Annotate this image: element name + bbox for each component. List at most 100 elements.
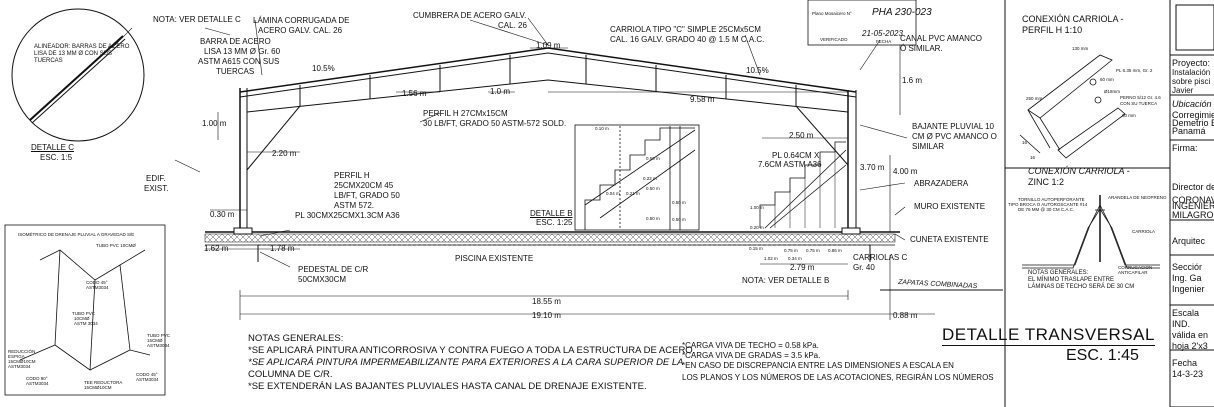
detalle-c-scale: ESC. 1:5 — [40, 153, 73, 162]
slope-right: 10.5% — [746, 66, 769, 75]
zinc-l4: ARANDELA DE NEOPRENO — [1108, 195, 1167, 200]
alineador-label-1: ALINEADOR: BARRAS DE ACERO — [34, 44, 130, 50]
cuneta-label: CUNETA EXISTENTE — [910, 235, 989, 244]
tb-proyecto-2: sobre pisci — [1172, 77, 1211, 86]
stair-dim-8: 0.50 m — [672, 200, 686, 205]
zinc-l6: CORRUGACIÓN — [1118, 265, 1153, 270]
dim-1855: 18.55 m — [532, 297, 561, 306]
bajante-label-2: CM Ø PVC AMANCO O — [912, 132, 997, 141]
dim-16: 1.6 m — [902, 76, 923, 85]
tb-proyecto-3: Javier — [1172, 86, 1194, 95]
tb-fecha-2: 14-3-23 — [1172, 369, 1204, 379]
tb-escala-4: hoja 2'x3 — [1172, 341, 1208, 351]
drawing-title: DETALLE TRANSVERSAL — [942, 325, 1155, 346]
carriola-label-2: CAL. 16 GALV. GRADO 40 @ 1.5 M C.A.C. — [610, 35, 765, 44]
carriola-label-1: CARRIOLA TIPO "C" SIMPLE 25CMx5CM — [610, 25, 761, 34]
zinc-l7: ANTICAPILAR — [1118, 270, 1148, 275]
iso-l9: ASTM3034 — [147, 343, 170, 348]
tb-ubicacion-3: Panamá — [1172, 126, 1206, 136]
stair-dim-13: 1.02 m — [764, 256, 778, 261]
iso-l3: ASTM3034 — [86, 285, 109, 290]
lamina-label-2: ACERO GALV. CAL. 26 — [258, 26, 343, 35]
stamp-plan-no: PHA 230-023 — [872, 7, 932, 18]
tb-director: Director de — [1172, 182, 1214, 192]
tb-milagros: MILAGROS F — [1172, 210, 1214, 220]
note-detail-c-top: NOTA: VER DETALLE C — [153, 15, 241, 24]
barra-label-2: LISA 13 MM Ø Gr. 60 — [204, 47, 281, 56]
pl-064-label-1: PL 0.64CM X — [772, 151, 820, 160]
iso-l5: 10CMØ — [74, 316, 90, 321]
zinc-l1: TORNILLO AUTOPERFORANTE — [1018, 197, 1085, 202]
dimension-lines — [174, 17, 1003, 320]
stair-dim-1: 0.10 m — [595, 126, 609, 131]
tb-arquitec: Arquitec — [1172, 236, 1206, 246]
pl-064-label-2: 7.6CM ASTM A36 — [758, 160, 822, 169]
conexion-zinc-title-2: ZINC 1:2 — [1028, 177, 1065, 187]
tb-proyecto: Proyecto: — [1172, 58, 1211, 68]
dim-088: 0.88 m — [893, 311, 918, 320]
alineador-label-3: TUERCAS — [34, 58, 63, 64]
carriolas-c-label-2: Gr. 40 — [853, 263, 875, 272]
conexion-zinc-drawing — [1022, 195, 1160, 269]
conexion-h-l4: Ø18mm — [1104, 89, 1121, 94]
stair-dim-4: 0.21 m — [626, 191, 640, 196]
dim-1910: 19.10 m — [532, 311, 561, 320]
conexion-h-l2: PL 6.35 mm, Gr. 2 — [1116, 68, 1153, 73]
iso-l14: CODO 90° — [26, 376, 48, 381]
dim-370: 3.70 m — [860, 163, 885, 172]
stair-dim-2: 0.50 m — [646, 156, 660, 161]
stamp-label: Plano Mosaicero N° — [812, 11, 852, 16]
conexion-h-title-2: PERFIL H 1:10 — [1022, 25, 1083, 35]
iso-l17: 15CMØ10CM — [84, 385, 112, 390]
dim-178: 1.78 m — [270, 244, 295, 253]
zinc-l3: DE 76 MM @ 30 CM C.A.C. — [1018, 207, 1075, 212]
dim-156: 1.56 m — [402, 89, 427, 98]
tb-escala-1: Escala — [1172, 308, 1200, 318]
pl-base-label: PL 30CMX25CMX1.3CM A36 — [295, 211, 400, 220]
stair-dim-10: 1.00 m — [750, 205, 764, 210]
conexion-h-l5: PERNO 5/12 Gr. 4.6 — [1120, 95, 1161, 100]
tb-ubicacion-1: Corregimient — [1172, 110, 1214, 120]
cumbrera-label-1: CUMBRERA DE ACERO GALV. — [413, 11, 527, 20]
iso-l13: ASTM3034 — [8, 364, 31, 369]
tb-fecha-1: Fecha — [1172, 358, 1198, 368]
muro-label: MURO EXISTENTE — [914, 202, 986, 211]
stair-dim-5: 0.22 m — [643, 176, 657, 181]
notes-line-3: COLUMNA DE C/R. — [248, 369, 333, 380]
zinc-note-1: NOTAS GENERALES: — [1028, 270, 1089, 276]
conexion-zinc-title-1: CONEXIÓN CARRIOLA - — [1028, 166, 1130, 176]
stair-dim-16: 0.86 m — [828, 248, 842, 253]
detalle-b-title: DETALLE B — [530, 209, 573, 218]
detalle-c-title: DETALLE C — [31, 143, 74, 152]
stair-dim-3: 0.04 m — [606, 191, 620, 196]
note-detail-b: NOTA: VER DETALLE B — [742, 276, 830, 285]
stamp-date: 21-05-2023 — [862, 29, 903, 38]
zinc-note-2: EL MÍNIMO TRASLAPE ENTRE — [1028, 277, 1115, 283]
iso-title: ISOMÉTRICO DE DRENAJE PLUVIAL A GRAVEDAD… — [18, 232, 135, 237]
tb-proyecto-1: Instalación — [1172, 68, 1211, 77]
stamp-v1: VERIFICADO — [820, 37, 848, 42]
barra-label-4: TUERCAS — [216, 67, 255, 76]
detalle-b-scale: ESC. 1:25 — [536, 218, 573, 227]
dim-100: 1.00 m — [202, 119, 227, 128]
iso-l1: TUBO PVC 10CMØ — [96, 243, 136, 248]
iso-l6: ASTM 3034 — [74, 321, 98, 326]
tb-ubicacion-2: Demetrio Ba — [1172, 118, 1214, 128]
perfil-h-mid-3: LB/FT, GRADO 50 — [334, 191, 400, 200]
dim-250: 2.50 m — [789, 131, 814, 140]
stair-detail-b — [258, 124, 870, 246]
notes2-line-4: LOS PLANOS Y LOS NÚMEROS DE LAS ACOTACIO… — [682, 373, 994, 382]
notes2-line-1: *CARGA VIVA DE TECHO = 0.58 kPa. — [682, 341, 819, 350]
dim-220: 2.20 m — [272, 149, 297, 158]
dim-030: 0.30 m — [210, 210, 235, 219]
tb-seccion-2: Ing. Ga — [1172, 273, 1202, 283]
tb-sig-1: CORONAVIRUS POR EL — [1172, 195, 1214, 205]
bajante-label-3: SIMILAR — [912, 142, 945, 151]
notes2-line-2: *CARGA VIVA DE GRADAS = 3.5 kPa. — [682, 351, 821, 360]
iso-l10: REDUCCIÓN — [8, 349, 36, 354]
pedestal-label-2: 50CMX30CM — [298, 275, 347, 284]
lamina-label-1: LÁMINA CORRUGADA DE — [253, 16, 350, 25]
title-block-lines — [1004, 0, 1214, 407]
notes2-line-3: *EN CASO DE DISCREPANCIA ENTRE LAS DIMEN… — [682, 361, 954, 370]
